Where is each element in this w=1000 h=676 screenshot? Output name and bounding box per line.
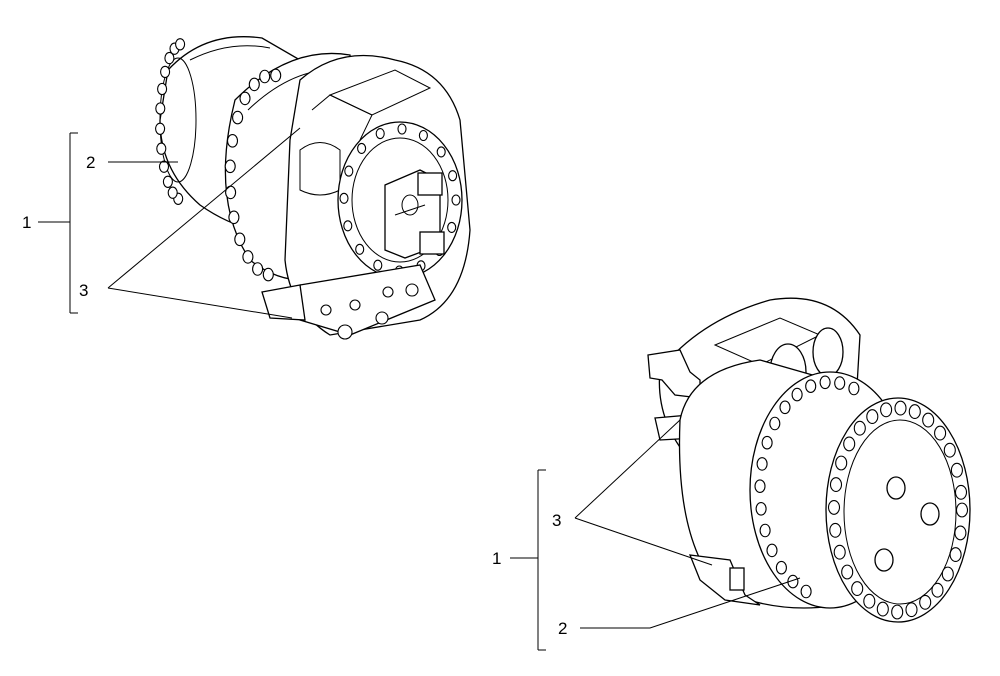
- rim-bolt: [156, 142, 167, 155]
- flange-bolt: [224, 159, 236, 174]
- cover-bolt: [339, 192, 349, 204]
- motor-assembly-upper-left: 1 2 3: [22, 36, 471, 340]
- callout-fitting-3: 3: [552, 511, 561, 530]
- hub-bolt: [934, 425, 947, 441]
- flange-bolt: [819, 375, 831, 390]
- flange-bolt: [232, 110, 244, 125]
- valve-fitting: [688, 554, 761, 606]
- cover-bolt: [344, 165, 354, 177]
- flange-bolt: [791, 387, 803, 402]
- cover-bolt: [397, 123, 407, 135]
- rim-bolt: [155, 102, 166, 115]
- hub-bolt: [943, 442, 956, 458]
- cover-bolt: [375, 128, 385, 140]
- flange-bolt: [766, 543, 778, 558]
- rim-bolt: [158, 160, 170, 173]
- flange-bolt: [759, 523, 771, 538]
- flange-bolt: [259, 69, 271, 84]
- hub-bolt: [833, 544, 846, 560]
- hub-bolt: [908, 404, 921, 420]
- cover-bolt: [447, 221, 457, 233]
- flange-bolt: [252, 262, 264, 276]
- hub-bolt: [866, 409, 879, 425]
- spline-shaft-coupling: [384, 169, 445, 259]
- motor-assembly-lower-right: 1 3 2: [492, 297, 971, 651]
- flange-bolt: [848, 381, 860, 396]
- flange-bolt: [248, 77, 260, 92]
- callout-leaders-lower-right: [510, 419, 801, 651]
- flange-bolt: [834, 376, 846, 390]
- cover-bolt: [373, 259, 383, 271]
- rim-bolt: [164, 51, 175, 65]
- callout-fitting-3: 3: [79, 281, 88, 300]
- flange-bolt: [779, 400, 791, 415]
- callout-assembly-1: 1: [492, 549, 501, 568]
- hub-bolt: [863, 593, 876, 609]
- flange-bolt: [234, 232, 246, 247]
- hub-bolt: [954, 484, 968, 500]
- hub-bolt: [922, 412, 935, 428]
- hub-bolt: [950, 462, 963, 478]
- rim-bolt: [162, 175, 173, 188]
- hub-bolt: [843, 436, 856, 452]
- hub-bolt: [941, 566, 954, 582]
- cover-bolts: [339, 123, 461, 277]
- flange-bolts: [754, 375, 860, 599]
- flange-bolt: [800, 584, 812, 599]
- flange-bolt: [805, 379, 817, 394]
- hub-bolt: [949, 547, 962, 563]
- flange-bolt: [270, 68, 282, 83]
- cover-bolt: [448, 170, 458, 182]
- rim-bolt: [160, 65, 171, 79]
- cover-bolt: [436, 146, 446, 158]
- hub-bolt: [931, 582, 944, 598]
- flange-bolt: [242, 250, 254, 264]
- hub-bolt: [880, 402, 893, 418]
- hub-bolt: [876, 601, 889, 617]
- hub-bolt: [851, 581, 864, 597]
- hub-bolt: [829, 522, 842, 538]
- hub-bolt: [919, 594, 932, 610]
- cover-bolt: [418, 129, 428, 142]
- rim-bolt: [157, 82, 168, 96]
- flange-bolts: [224, 68, 282, 282]
- hub-bolt: [835, 455, 848, 471]
- drum-rim-bolts: [155, 38, 186, 205]
- hub-bolt: [827, 499, 841, 515]
- rim-bolt: [175, 38, 186, 51]
- callout-housing-2: 2: [558, 619, 567, 638]
- flange-bolt: [226, 134, 239, 148]
- rim-bolt: [167, 186, 178, 199]
- hub-bolt: [841, 564, 854, 580]
- flange-bolt: [754, 479, 766, 494]
- hub-bolt: [954, 525, 967, 541]
- flange-bolt: [239, 91, 251, 106]
- flange-bolt: [775, 560, 787, 575]
- cover-bolt: [357, 142, 367, 154]
- rim-bolt: [155, 122, 166, 135]
- hub-bolt: [853, 420, 866, 436]
- flange-bolt: [769, 416, 781, 431]
- valve-block: [261, 264, 436, 340]
- front-hub: [825, 397, 971, 623]
- callout-assembly-1: 1: [22, 213, 31, 232]
- hub-bolt: [905, 602, 918, 618]
- cover-bolt: [451, 194, 461, 206]
- flange-bolt: [756, 457, 768, 471]
- flange-bolt: [262, 267, 274, 282]
- hub-bolt: [891, 604, 904, 620]
- callout-leaders-upper-left: [38, 127, 301, 319]
- hub-bolt: [829, 477, 843, 493]
- hub-rim-bolts: [827, 400, 969, 620]
- flange-bolt: [761, 435, 773, 450]
- flange-bolt: [755, 501, 767, 516]
- flange-bolt: [228, 210, 240, 225]
- cover-bolt: [355, 243, 365, 255]
- flange-bolt: [225, 185, 237, 200]
- cover-bolt: [343, 220, 353, 232]
- callout-housing-2: 2: [86, 153, 95, 172]
- hub-bolt: [955, 502, 969, 518]
- hub-bolt: [894, 400, 907, 416]
